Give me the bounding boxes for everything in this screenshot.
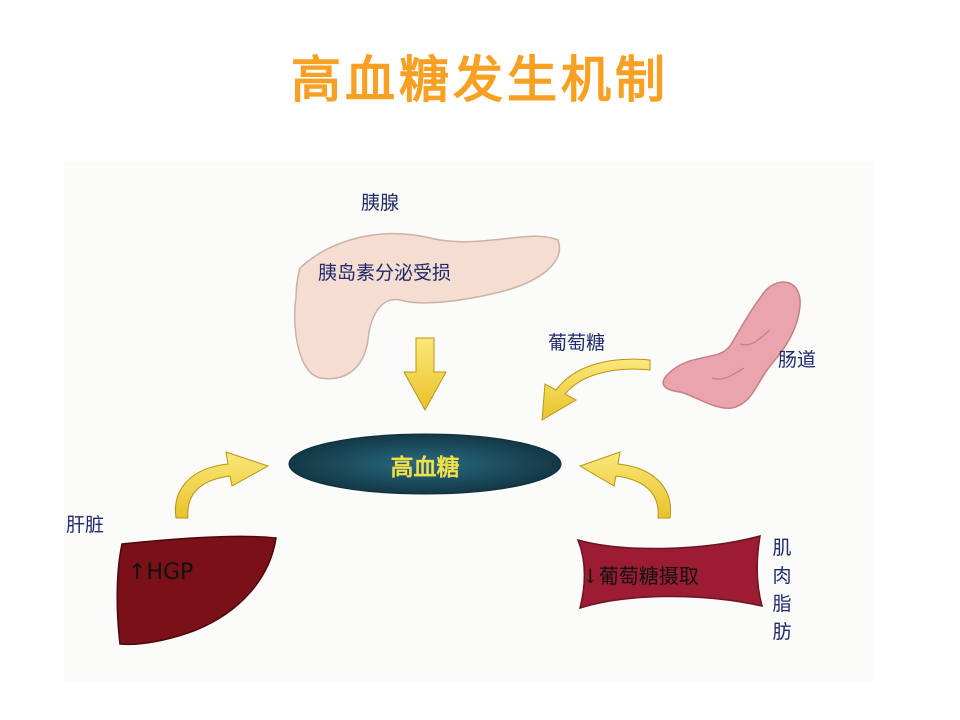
glucose-label: 葡萄糖 [548,332,606,354]
intestine-curved-arrow [541,358,651,421]
liver-label: 肝脏 [66,514,105,536]
glucose-uptake-text: ↓葡萄糖摄取 [582,560,699,589]
pancreas-label: 胰腺 [361,192,400,214]
pancreas-organ [293,232,561,380]
liver-organ [116,535,277,646]
pancreas-desc: 胰岛素分泌受损 [318,262,452,284]
hgp-text: ↑HGP [128,560,193,585]
down-arrow [403,337,447,412]
intestine-label: 肠道 [778,349,817,371]
hyperglycemia-node [288,433,562,495]
muscle-curved-arrow [578,451,672,519]
page-title: 高血糖发生机制 [291,51,669,109]
glucose-uptake-label: 葡萄糖摄取 [598,564,699,588]
hgp-label: HGP [146,560,194,585]
liver-curved-arrow [174,451,270,519]
muscle-organ [576,534,764,610]
down-arrow-icon: ↓ [582,564,599,588]
up-arrow-icon: ↑ [128,560,147,585]
hyperglycemia-label: 高血糖 [390,454,460,481]
muscle-fat-label: 肌肉脂肪 [772,537,792,643]
intestine-organ [662,281,801,409]
